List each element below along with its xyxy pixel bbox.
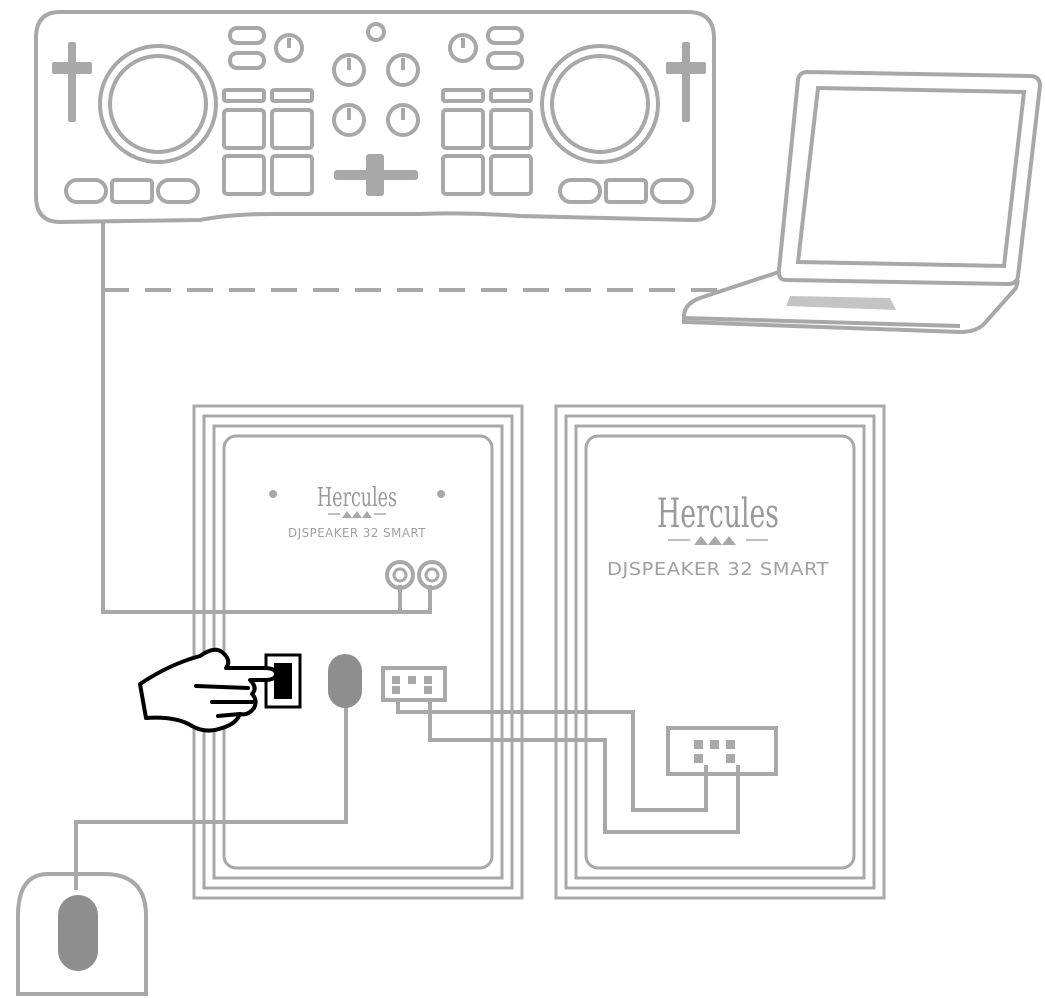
cables <box>74 222 740 890</box>
dj-controller-icon <box>34 10 716 225</box>
speaker-cable-connector-icon <box>381 666 447 702</box>
right-speaker-brand: Hercules <box>657 491 779 537</box>
power-plug-icon <box>16 872 148 996</box>
rca-jack-icon <box>385 560 447 590</box>
left-speaker: Hercules DJSPEAKER 32 SMART <box>192 404 524 900</box>
left-speaker-model: DJSPEAKER 32 SMART <box>288 526 426 540</box>
right-speaker: Hercules DJSPEAKER 32 SMART <box>554 404 886 900</box>
left-speaker-brand: Hercules <box>317 483 397 513</box>
pointing-hand-icon <box>138 647 278 733</box>
speaker-cable-connector-icon <box>666 726 778 776</box>
laptop-icon <box>682 69 1043 335</box>
right-speaker-model: DJSPEAKER 32 SMART <box>607 559 830 580</box>
power-jack <box>328 654 362 708</box>
